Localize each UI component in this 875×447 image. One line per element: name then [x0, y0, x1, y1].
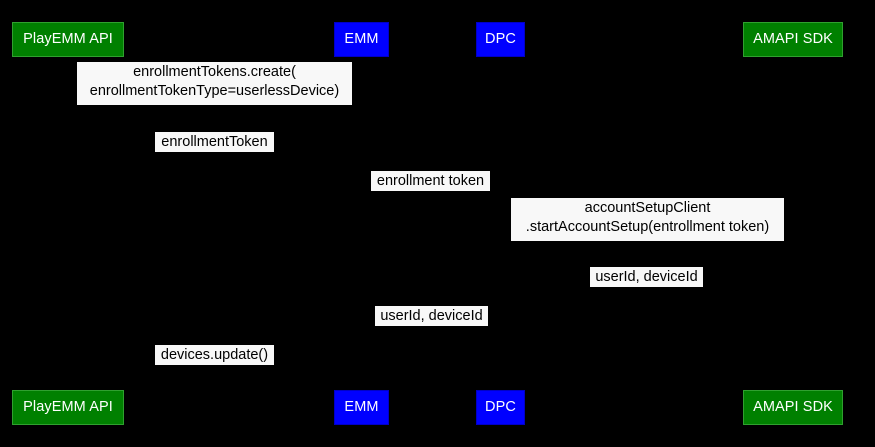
participant-label: PlayEMM API: [23, 31, 113, 48]
lifeline-amapi-sdk: [793, 57, 794, 390]
participant-bottom-emm[interactable]: EMM: [334, 390, 389, 425]
lifeline-dpc: [500, 57, 501, 390]
message-label-userid-deviceid-to-dpc: userId, deviceId: [590, 267, 703, 287]
message-label-enrollment-tokens-create: enrollmentTokens.create( enrollmentToken…: [77, 62, 352, 105]
message-label-devices-update: devices.update(): [155, 345, 274, 365]
arrow-head-start-account-setup: [785, 237, 793, 245]
participant-label: PlayEMM API: [23, 399, 113, 416]
message-label-enrollment-token-to-dpc: enrollment token: [371, 171, 490, 191]
arrow-userid-deviceid-to-emm: [361, 326, 500, 327]
participant-bottom-dpc[interactable]: DPC: [476, 390, 525, 425]
participant-label: AMAPI SDK: [753, 31, 833, 48]
arrow-head-enrollment-token-return: [353, 148, 361, 156]
arrow-head-enrollment-tokens-create: [67, 101, 75, 109]
participant-label: DPC: [485, 31, 516, 48]
participant-top-dpc[interactable]: DPC: [476, 22, 525, 57]
arrow-head-devices-update: [67, 361, 75, 369]
participant-bottom-playemm-api[interactable]: PlayEMM API: [12, 390, 124, 425]
participant-top-amapi-sdk[interactable]: AMAPI SDK: [743, 22, 843, 57]
message-label-userid-deviceid-to-emm: userId, deviceId: [375, 306, 488, 326]
participant-top-emm[interactable]: EMM: [334, 22, 389, 57]
participant-bottom-amapi-sdk[interactable]: AMAPI SDK: [743, 390, 843, 425]
participant-label: DPC: [485, 399, 516, 416]
message-label-start-account-setup: accountSetupClient .startAccountSetup(en…: [511, 198, 784, 241]
arrow-head-userid-deviceid-to-dpc: [500, 283, 508, 291]
message-label-enrollment-token-return: enrollmentToken: [155, 132, 274, 152]
arrow-enrollment-token-to-dpc: [361, 191, 500, 192]
participant-label: AMAPI SDK: [753, 399, 833, 416]
arrow-devices-update: [67, 365, 361, 366]
participant-label: EMM: [344, 31, 379, 48]
arrow-enrollment-tokens-create: [67, 105, 361, 106]
arrow-userid-deviceid-to-dpc: [500, 287, 793, 288]
arrow-start-account-setup: [500, 241, 793, 242]
arrow-head-userid-deviceid-to-emm: [361, 322, 369, 330]
arrow-head-enrollment-token-to-dpc: [492, 187, 500, 195]
participant-top-playemm-api[interactable]: PlayEMM API: [12, 22, 124, 57]
lifeline-playemm-api: [67, 57, 68, 390]
participant-label: EMM: [344, 399, 379, 416]
lifeline-emm: [361, 57, 362, 390]
arrow-enrollment-token-return: [67, 152, 361, 153]
